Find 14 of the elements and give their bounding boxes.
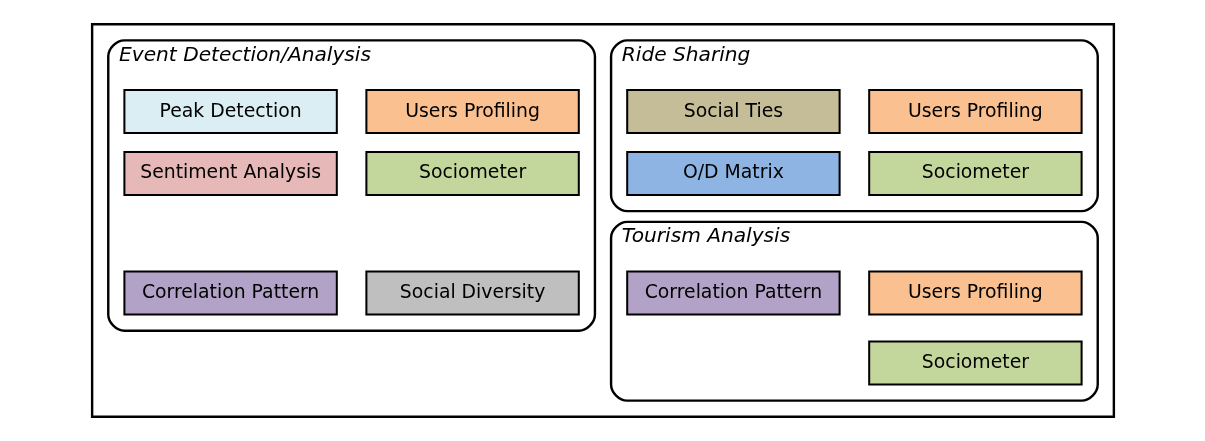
node-box: Correlation Pattern — [625, 270, 841, 316]
node-box: Peak Detection — [122, 89, 338, 135]
node-box: Social Ties — [625, 89, 841, 135]
node-box: Sociometer — [867, 150, 1083, 196]
node-box: Sociometer — [867, 340, 1083, 386]
node-box: Sentiment Analysis — [122, 150, 338, 196]
node-box: Correlation Pattern — [122, 270, 338, 316]
node-box: Users Profiling — [867, 270, 1083, 316]
cluster — [90, 23, 1115, 418]
node-box: Sociometer — [364, 150, 580, 196]
node-box: Social Diversity — [364, 270, 580, 316]
node-box: Users Profiling — [364, 89, 580, 135]
node-box: Users Profiling — [867, 89, 1083, 135]
node-box: O/D Matrix — [625, 150, 841, 196]
